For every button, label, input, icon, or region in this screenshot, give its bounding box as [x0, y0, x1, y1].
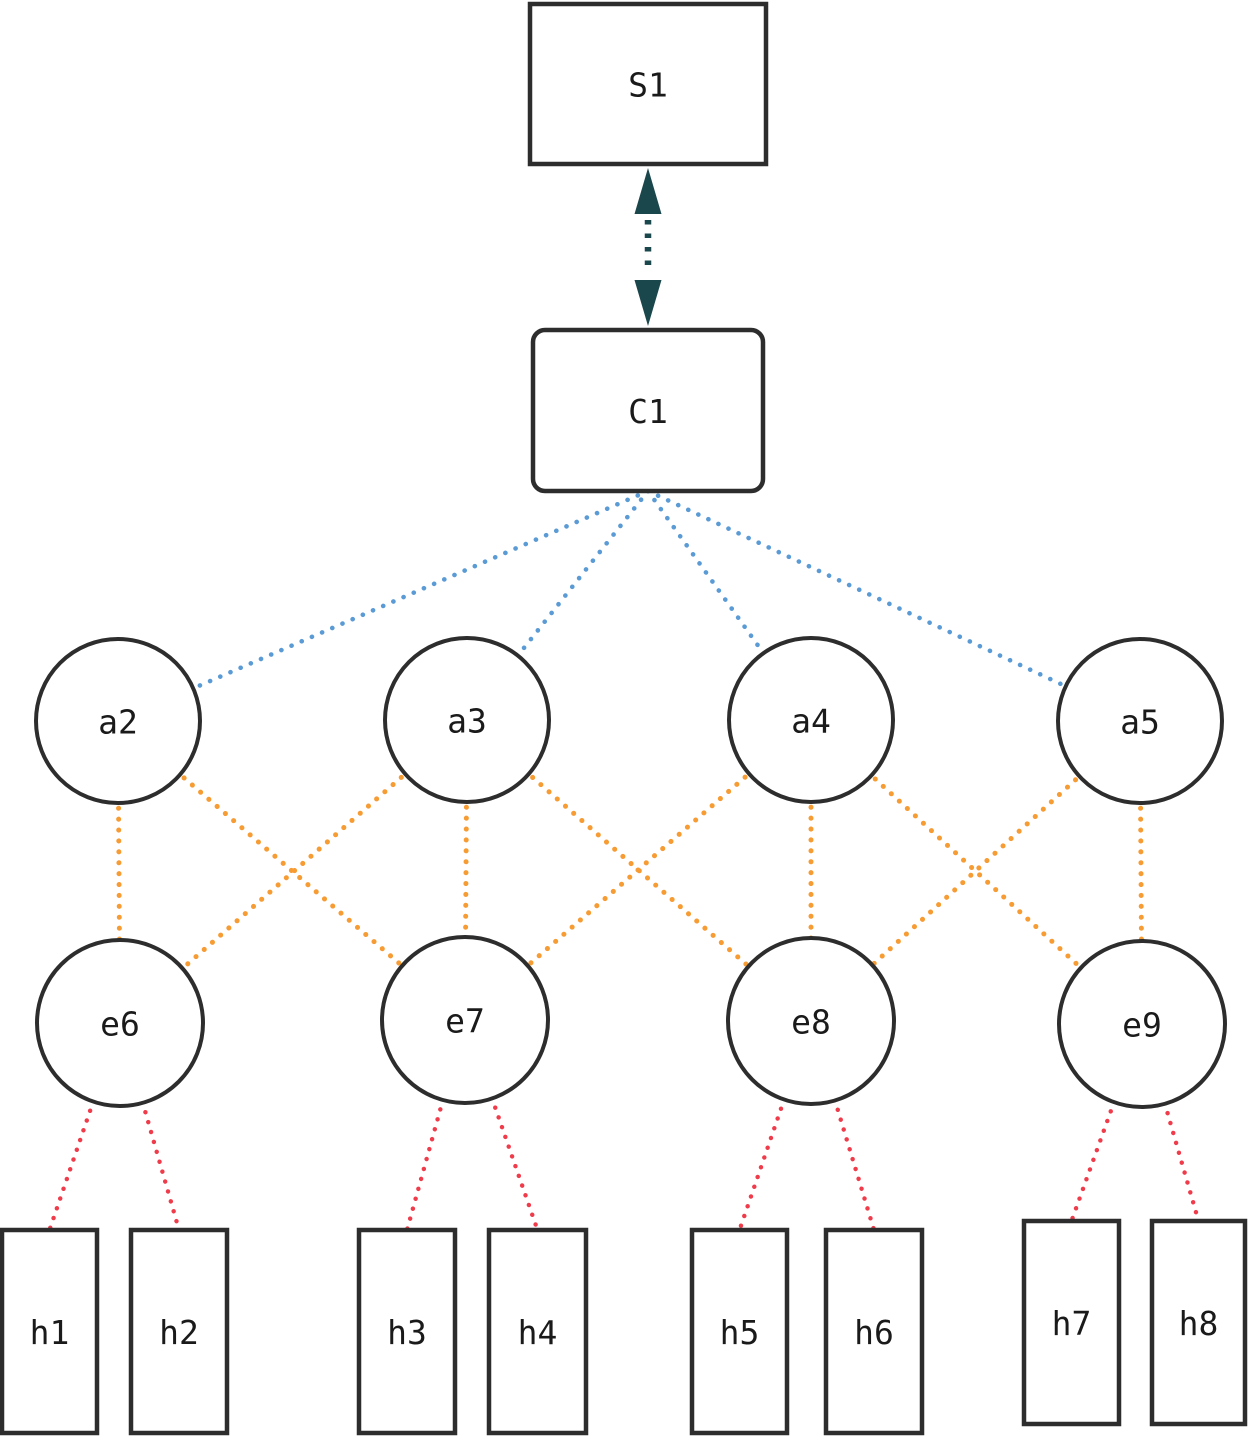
node-S1: [527, 1, 769, 167]
node-h8: [1149, 1218, 1248, 1427]
node-h5: [689, 1227, 790, 1436]
node-e6: [35, 938, 205, 1108]
node-h1: [0, 1227, 100, 1436]
edges-layer: [47, 488, 1201, 1233]
node-h6: [823, 1227, 925, 1436]
node-label-C1: C1: [628, 392, 668, 431]
edge-e8-h5: [737, 1018, 814, 1233]
node-label-e8: e8: [791, 1003, 831, 1042]
node-label-h5: h5: [720, 1313, 760, 1352]
node-label-h8: h8: [1179, 1304, 1219, 1343]
node-e9: [1057, 939, 1227, 1109]
node-label-a2: a2: [98, 703, 138, 742]
edge-e9-h8: [1139, 1021, 1201, 1224]
node-h3: [356, 1227, 458, 1436]
edge-C1-a2: [115, 488, 651, 724]
arrowhead-up-icon: [634, 168, 662, 214]
edge-e9-h7: [1069, 1021, 1145, 1224]
node-h2: [128, 1227, 230, 1436]
node-a3: [383, 636, 551, 804]
node-a5: [1056, 637, 1224, 805]
node-h7: [1021, 1218, 1122, 1427]
node-label-h3: h3: [387, 1313, 427, 1352]
node-label-S1: S1: [628, 66, 668, 105]
node-label-h7: h7: [1052, 1304, 1092, 1343]
node-label-e7: e7: [445, 1002, 485, 1041]
node-label-e9: e9: [1122, 1006, 1162, 1045]
node-label-h1: h1: [30, 1313, 70, 1352]
node-label-h4: h4: [518, 1313, 558, 1352]
node-label-a5: a5: [1120, 703, 1160, 742]
edge-e7-h4: [462, 1017, 540, 1233]
node-e7: [380, 935, 550, 1105]
node-e8: [726, 936, 896, 1106]
node-a2: [34, 637, 202, 805]
double-arrow-layer: [634, 168, 662, 326]
node-label-e6: e6: [100, 1005, 140, 1044]
node-label-a4: a4: [791, 702, 831, 741]
arrowhead-down-icon: [634, 280, 662, 326]
node-label-h6: h6: [854, 1313, 894, 1352]
node-label-a3: a3: [447, 702, 487, 741]
node-a4: [727, 636, 895, 804]
node-C1: [530, 327, 766, 494]
edge-C1-a5: [645, 488, 1143, 724]
node-h4: [486, 1227, 589, 1436]
node-label-h2: h2: [159, 1313, 199, 1352]
